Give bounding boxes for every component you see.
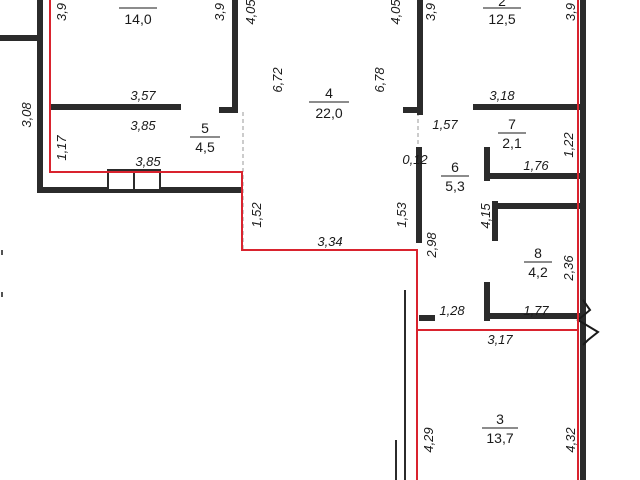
dim-room4-left: 6,72	[270, 67, 285, 93]
room-5-area: 4,5	[195, 139, 215, 155]
dim-top-right-a: 3,9	[423, 3, 438, 21]
walls	[0, 0, 586, 480]
room-2-area: 12,5	[488, 11, 515, 27]
room-3-number: 3	[496, 411, 504, 427]
dim-room5-left: 1,17	[54, 135, 69, 161]
room-8-number: 8	[534, 245, 542, 261]
dim-room4-lower-left: 1,52	[249, 202, 264, 228]
dim-room8-bottom: 1,77	[523, 303, 549, 318]
dim-room7-right: 1,22	[561, 132, 576, 158]
dim-top-right-b: 3,9	[563, 3, 578, 21]
dim-top-left-b: 3,9	[212, 3, 227, 21]
dim-room3-gap: 1,28	[439, 303, 465, 318]
dim-room1-bottom: 3,57	[130, 88, 156, 103]
room-5-number: 5	[201, 120, 209, 136]
room-labels: 14,0 2 12,5 4 22,0 5 4,5 7 2,1 6 5,3 8 4…	[119, 0, 552, 446]
dim-top-mid-a: 4,05	[243, 0, 258, 25]
room-1-area: 14,0	[124, 11, 151, 27]
dim-room5-top: 3,85	[130, 118, 156, 133]
dim-room3-right: 4,32	[563, 427, 578, 453]
dim-room8-right: 2,36	[561, 255, 576, 282]
room-8-area: 4,2	[528, 264, 548, 280]
room-7-area: 2,1	[502, 135, 522, 151]
dim-room4-bottom: 3,34	[317, 234, 342, 249]
dim-room3-left: 4,29	[421, 427, 436, 452]
break-symbol	[576, 299, 600, 346]
dim-room4-right: 6,78	[372, 67, 387, 93]
dim-room6-left: 4,15	[478, 203, 493, 229]
room-6-number: 6	[451, 159, 459, 175]
window	[107, 169, 161, 191]
dim-room6-gap: 0,12	[402, 152, 428, 167]
dimension-labels: 3,9 3,9 4,05 4,05 3,9 3,9 3,08 3,57 3,85…	[19, 0, 578, 453]
dim-top-left-a: 3,9	[54, 3, 69, 21]
room-3-area: 13,7	[486, 430, 513, 446]
dim-room5-bottom: 3,85	[135, 154, 161, 169]
dim-outer-left: 3,08	[19, 102, 34, 128]
dim-room4-lower-right: 1,53	[394, 202, 409, 228]
dim-room2-bottom: 3,18	[489, 88, 515, 103]
dim-top-mid-b: 4,05	[388, 0, 403, 25]
dim-room7-bottom: 1,76	[523, 158, 549, 173]
room-6-area: 5,3	[445, 178, 465, 194]
dim-corridor-lower: 2,98	[424, 232, 439, 259]
room-2-number: 2	[498, 0, 506, 9]
dim-room3-top: 3,17	[487, 332, 513, 347]
room-4-area: 22,0	[315, 105, 342, 121]
room-4-number: 4	[325, 85, 333, 101]
dim-corridor: 1,57	[432, 117, 458, 132]
room-7-number: 7	[508, 116, 516, 132]
apartment-boundary	[49, 0, 579, 480]
opening-lines	[242, 112, 419, 250]
